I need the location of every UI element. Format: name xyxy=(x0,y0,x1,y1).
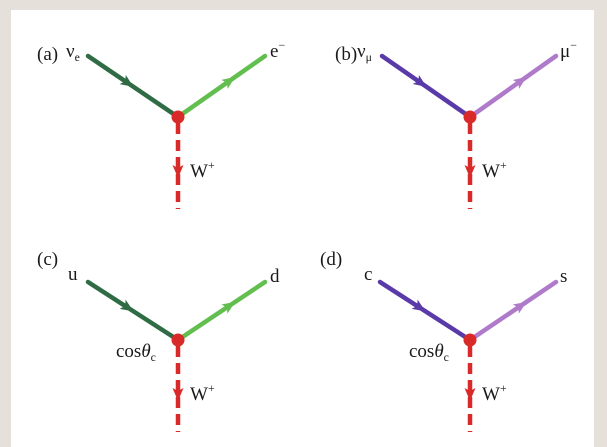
incoming-arrow-icon xyxy=(412,74,427,87)
vertex-dot xyxy=(463,110,477,124)
boson-label: W+ xyxy=(190,382,215,405)
outgoing-particle-label: d xyxy=(270,266,280,287)
incoming-particle-label: νμ xyxy=(357,41,372,64)
panel-label: (b) xyxy=(335,44,357,65)
figure-panel xyxy=(11,10,594,447)
outgoing-particle-label: μ− xyxy=(560,39,577,62)
outgoing-arrow-icon xyxy=(512,301,527,314)
panel-label: (a) xyxy=(37,44,58,65)
boson-label: W+ xyxy=(482,382,507,405)
outgoing-fermion-line xyxy=(467,53,559,120)
outgoing-particle-label: e− xyxy=(270,39,285,62)
outgoing-fermion-line xyxy=(175,53,268,120)
incoming-particle-label: u xyxy=(68,264,78,285)
diagram-a: (a) νe e− W+ xyxy=(37,39,285,209)
diagram-d: (d) c sW+ cosθc xyxy=(320,249,567,432)
incoming-arrow-icon xyxy=(119,74,134,87)
boson-arrow-icon xyxy=(172,388,184,401)
incoming-particle-label: c xyxy=(364,264,372,285)
incoming-arrow-icon xyxy=(119,299,134,312)
boson-label: W+ xyxy=(482,159,507,182)
outgoing-arrow-icon xyxy=(221,76,236,89)
boson-arrow-icon xyxy=(464,388,476,401)
diagram-b: (b)νμ μ− W+ xyxy=(335,39,577,209)
panel-label: (c) xyxy=(37,249,58,270)
boson-label: W+ xyxy=(190,159,215,182)
outgoing-particle-label: s xyxy=(560,266,567,287)
outgoing-arrow-icon xyxy=(512,76,527,89)
incoming-arrow-icon xyxy=(411,299,426,312)
outgoing-fermion-line xyxy=(467,279,559,343)
vertex-dot xyxy=(171,110,185,124)
panel-label: (d) xyxy=(320,249,342,270)
outgoing-arrow-icon xyxy=(221,301,236,314)
boson-arrow-icon xyxy=(464,165,476,178)
vertex-dot xyxy=(171,333,185,347)
coupling-label: cosθc xyxy=(409,341,449,364)
incoming-particle-label: νe xyxy=(66,41,80,64)
boson-arrow-icon xyxy=(172,165,184,178)
diagram-c: (c) u dW+ cosθc xyxy=(37,249,280,432)
coupling-label: cosθc xyxy=(116,341,156,364)
vertex-dot xyxy=(463,333,477,347)
outgoing-fermion-line xyxy=(175,279,268,343)
